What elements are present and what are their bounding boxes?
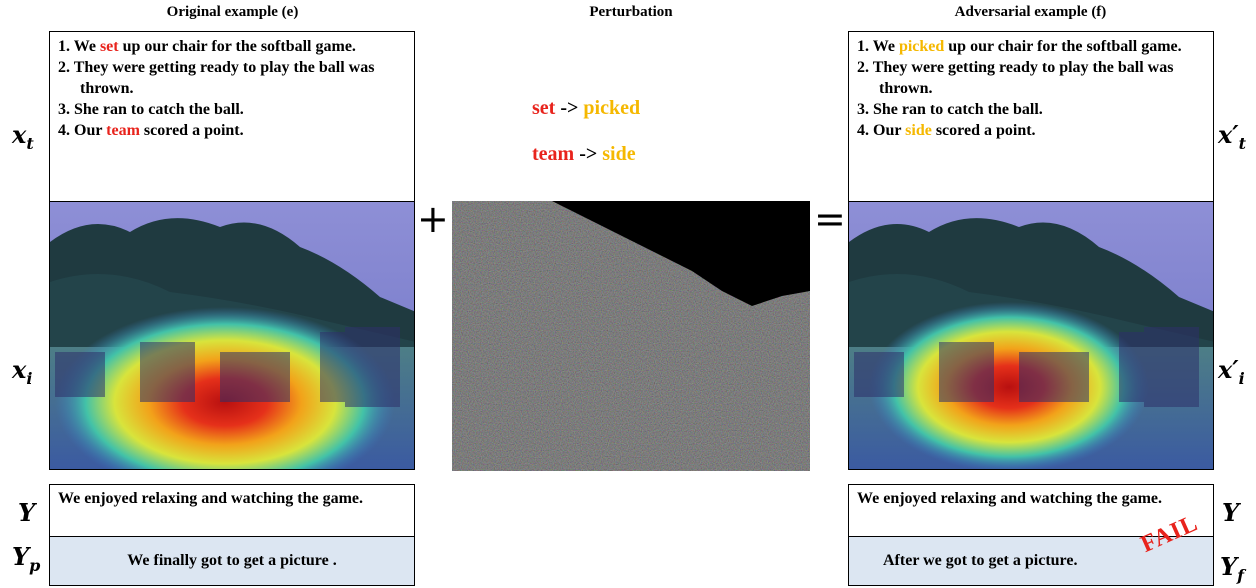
original-sentence-3: 3. She ran to catch the ball. xyxy=(58,101,244,118)
perturbation-1: set -> picked xyxy=(532,97,641,119)
var-xt: xt xyxy=(12,120,34,153)
adversarial-sentence-1: 1. We picked up our chair for the softba… xyxy=(857,38,1182,55)
predicted-caption-right: After we got to get a picture. xyxy=(848,536,1214,586)
var-y-left: Y xyxy=(18,498,36,527)
perturbation-2: team -> side xyxy=(532,143,636,165)
adversarial-sentence-3: 3. She ran to catch the ball. xyxy=(857,101,1043,118)
var-y-right: Y xyxy=(1222,498,1240,527)
predicted-caption-left: We finally got to get a picture . xyxy=(49,536,415,586)
adversarial-sentence-4: 4. Our side scored a point. xyxy=(857,122,1036,139)
equals-operator: = xyxy=(814,197,846,241)
var-xi: xi xyxy=(12,355,33,388)
plus-operator: + xyxy=(417,197,449,241)
original-sentence-1: 1. We set up our chair for the softball … xyxy=(58,38,356,55)
var-xpt: x′t xyxy=(1218,120,1247,153)
original-sentence-2: 2. They were getting ready to play the b… xyxy=(58,59,375,97)
header-perturbation: Perturbation xyxy=(589,4,673,20)
var-yp: Yp xyxy=(12,542,41,575)
var-yf: Yf xyxy=(1220,552,1245,585)
perturbation-noise-image xyxy=(452,201,810,471)
original-sentence-4: 4. Our team scored a point. xyxy=(58,122,244,139)
original-story-box: 1. We set up our chair for the softball … xyxy=(49,31,415,202)
target-caption-right: We enjoyed relaxing and watching the gam… xyxy=(848,484,1214,537)
header-adversarial: Adversarial example (f) xyxy=(954,4,1107,20)
adversarial-story-box: 1. We picked up our chair for the softba… xyxy=(848,31,1214,202)
original-heatmap-image xyxy=(49,201,415,470)
var-xpi: x′i xyxy=(1218,355,1245,388)
target-caption-left: We enjoyed relaxing and watching the gam… xyxy=(49,484,415,537)
header-original: Original example (e) xyxy=(166,4,299,20)
adversarial-heatmap-image xyxy=(848,201,1214,470)
adversarial-sentence-2: 2. They were getting ready to play the b… xyxy=(857,59,1174,97)
